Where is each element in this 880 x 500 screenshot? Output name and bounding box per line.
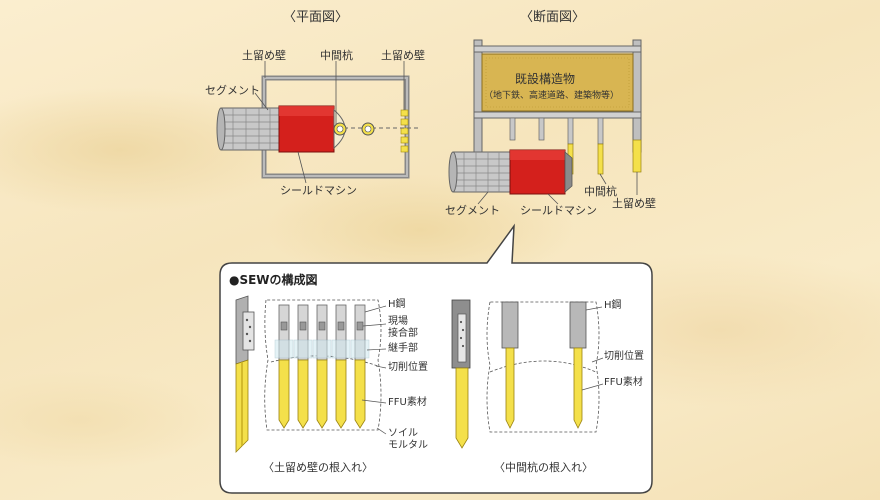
- section-shield-machine: [509, 149, 573, 195]
- left-label-joint: 継手部: [388, 343, 418, 354]
- section-existing-structure: [481, 53, 634, 112]
- left-label-site-joint-2: 接合部: [388, 328, 418, 339]
- right-panel-piles: [501, 301, 587, 429]
- plan-label-intermediate-pile: 中間杭: [320, 49, 353, 62]
- section-structure-name: 既設構造物: [515, 72, 576, 86]
- plan-segment: [216, 107, 280, 151]
- right-label-ffu-material: FFU素材: [604, 377, 643, 388]
- sew-box-frame: [219, 223, 653, 494]
- plan-label-segment: セグメント: [205, 84, 260, 97]
- right-panel-soil-blob: [486, 301, 600, 433]
- left-label-soil-mortar-2: モルタル: [388, 440, 428, 451]
- right-label-cutting-position: 切削位置: [604, 351, 644, 362]
- section-label-intermediate-pile: 中間杭: [584, 185, 617, 198]
- plan-label-shield-machine: シールドマシン: [280, 184, 357, 197]
- plan-shield-machine: [278, 105, 346, 153]
- left-label-cutting-position: 切削位置: [388, 362, 428, 373]
- right-label-h-steel: H鋼: [604, 300, 622, 311]
- left-label-ffu-material: FFU素材: [388, 397, 427, 408]
- left-label-site-joint-1: 現場: [388, 316, 408, 327]
- section-view-title: 〈断面図〉: [520, 10, 586, 25]
- sew-box-title: ●SEWの構成図: [229, 273, 318, 287]
- left-panel-caption: 〈土留め壁の根入れ〉: [263, 461, 373, 474]
- right-panel-caption: 〈中間杭の根入れ〉: [494, 461, 593, 474]
- section-segment: [448, 151, 511, 193]
- left-label-h-steel: H鋼: [388, 299, 406, 310]
- plan-label-retaining-wall-left: 土留め壁: [242, 49, 286, 62]
- sew-left-standalone-pile: [235, 295, 255, 453]
- section-label-shield-machine: シールドマシン: [520, 204, 597, 217]
- section-label-segment: セグメント: [445, 204, 500, 217]
- sew-right-standalone-pile: [451, 299, 471, 449]
- plan-view-title: 〈平面図〉: [283, 10, 349, 25]
- left-panel-piles: [274, 304, 370, 429]
- section-label-retaining-wall: 土留め壁: [612, 197, 656, 210]
- plan-label-retaining-wall-right: 土留め壁: [381, 49, 425, 62]
- section-structure-detail: （地下鉄、高速道路、建築物等）: [484, 91, 620, 101]
- section-retaining-wall-piles: [632, 139, 642, 173]
- left-label-soil-mortar-1: ソイル: [388, 428, 418, 439]
- plan-right-wall-piles: [400, 109, 409, 153]
- left-panel-soil-blob: [264, 299, 382, 431]
